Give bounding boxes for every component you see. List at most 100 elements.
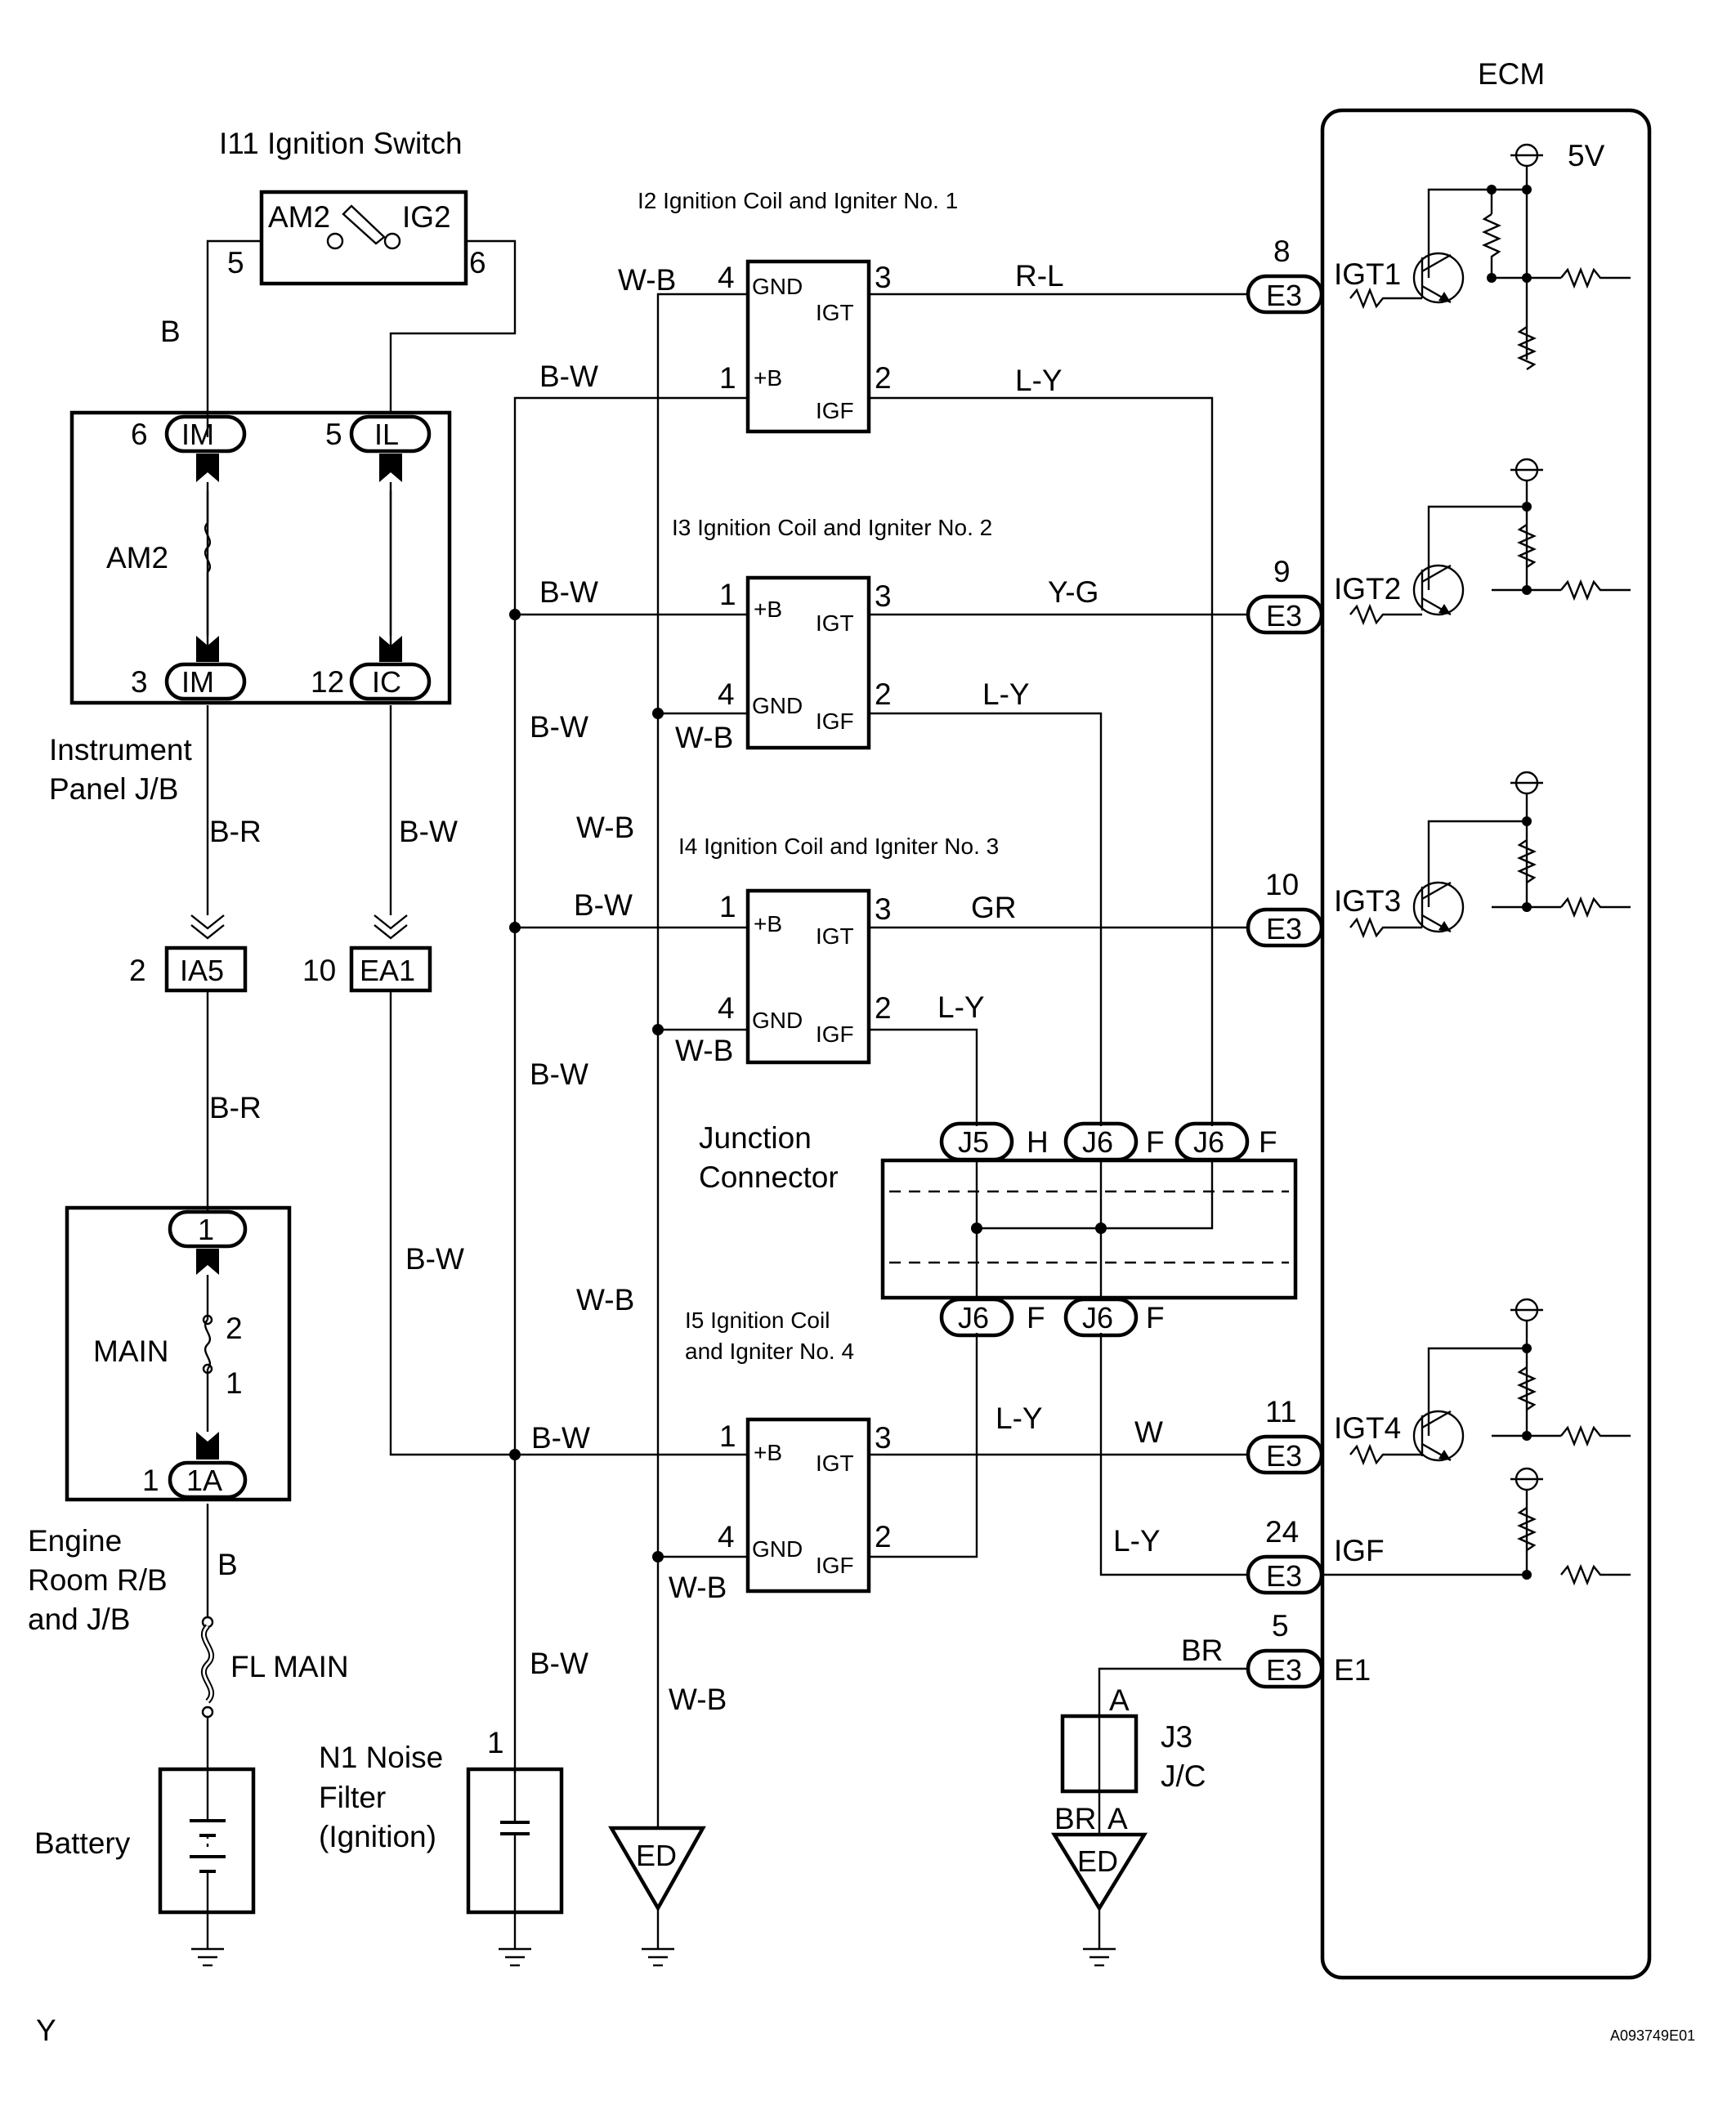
ecm-e1-label: E1 (1334, 1653, 1371, 1687)
wire-w-b-c3: W-B (576, 811, 634, 844)
coil-4-igt: IGT (816, 1451, 854, 1476)
wire-b-top: B (160, 315, 181, 348)
coil-2-igt: IGT (816, 610, 854, 636)
er-fuse-pin-1: 1 (226, 1366, 243, 1400)
ecm-pin-9: 9 (1273, 555, 1291, 588)
ip-jb-label-2: Panel J/B (49, 772, 178, 806)
wire-b-w-c3: B-W (574, 888, 633, 922)
coil-2-title: I3 Ignition Coil and Igniter No. 2 (672, 515, 992, 540)
coil-4-pin-1: 1 (719, 1419, 736, 1453)
ecm-conn-e3-igt2: E3 (1266, 599, 1302, 633)
fl-main-label: FL MAIN (230, 1650, 349, 1683)
jc-a-bottom: A (1107, 1802, 1128, 1835)
connector-ia5-ea1: IA5 2 EA1 10 (129, 914, 432, 993)
junction-connector: Junction Connector J5 H J6 F J6 F J6 F J… (699, 1121, 1298, 1338)
jcon-label-1: Junction (699, 1121, 812, 1155)
wire-l-y-c1: L-Y (1015, 364, 1063, 397)
noise-filter-label-1: N1 Noise (319, 1741, 443, 1774)
noise-filter: N1 Noise Filter (Ignition) 1 (319, 1726, 564, 1915)
jcon-f-d: F (1146, 1301, 1165, 1334)
conn-ia5-pin: 2 (129, 954, 146, 987)
wire-b-w-mid: B-W (530, 710, 588, 744)
noise-filter-label-3: (Ignition) (319, 1820, 436, 1853)
coil-1-pin-2: 2 (875, 361, 892, 395)
ecm-igt2-label: IGT2 (1334, 572, 1401, 606)
ecm-pin-8: 8 (1273, 235, 1291, 268)
transistor-igt2 (1349, 564, 1465, 626)
coil-4-title-2: and Igniter No. 4 (685, 1339, 854, 1364)
battery-label: Battery (34, 1826, 131, 1860)
coil-4-title-1: I5 Ignition Coil (685, 1308, 830, 1333)
transistor-igt1 (1349, 252, 1465, 310)
ignition-switch: I11 Ignition Switch AM2 IG2 5 6 (219, 127, 486, 286)
ecm-conn-e3-e1: E3 (1266, 1653, 1302, 1687)
ecm-conn-e3-igt4: E3 (1266, 1439, 1302, 1473)
coil-1-title: I2 Ignition Coil and Igniter No. 1 (638, 188, 958, 213)
coil-4: I5 Ignition Coil and Igniter No. 4 +B IG… (685, 1308, 892, 1594)
wiring (206, 239, 1527, 1949)
coil-3-igt: IGT (816, 923, 854, 949)
wire-b-r-2: B-R (209, 1091, 262, 1124)
wire-w: W (1134, 1415, 1163, 1449)
ip-pin-3: 3 (131, 665, 148, 699)
er-conn-1a: 1A (186, 1464, 222, 1497)
jcon-j6-a: J6 (1082, 1125, 1113, 1159)
ecm-pin-24: 24 (1265, 1515, 1299, 1549)
jcon-j6-d: J6 (1082, 1301, 1113, 1334)
coil-1-igt: IGT (816, 300, 854, 325)
ip-pin-6: 6 (131, 418, 148, 451)
jc-label-j3: J3 (1161, 1720, 1192, 1754)
fusible-link: FL MAIN (200, 1616, 349, 1719)
ip-pin-5: 5 (325, 418, 342, 451)
coil-3-title: I4 Ignition Coil and Igniter No. 3 (678, 834, 999, 859)
wire-br-gnd: BR (1054, 1802, 1096, 1835)
jc-j3: A J3 J/C BR A (1054, 1683, 1206, 1835)
coil-2-plusb: +B (754, 597, 782, 622)
instrument-panel-jb: IM 6 IL 5 IM 3 IC 12 AM2 (69, 410, 452, 705)
ecm-title: ECM (1478, 57, 1545, 91)
coil-2-pin-2: 2 (875, 677, 892, 711)
wire-br: BR (1181, 1634, 1223, 1667)
coil-2-gnd: GND (752, 693, 803, 718)
ip-conn-ic: IC (372, 665, 401, 699)
coil-3-pin-3: 3 (875, 892, 892, 926)
coil-1-pin-4: 4 (718, 261, 735, 294)
ip-conn-il: IL (374, 418, 399, 451)
coil-3-gnd: GND (752, 1008, 803, 1033)
wire-b-w-c2: B-W (539, 575, 598, 609)
jcon-j6-b: J6 (1193, 1125, 1224, 1159)
ip-conn-im-bottom: IM (181, 665, 214, 699)
coil-4-pin-4: 4 (718, 1520, 735, 1553)
wire-l-y-c3: L-Y (937, 990, 985, 1024)
coil-1-pin-1: 1 (719, 361, 736, 395)
jc-a-top: A (1109, 1683, 1130, 1717)
wire-b-w-nf: B-W (530, 1647, 588, 1680)
coil-2-pin-4: 4 (718, 677, 735, 711)
ground-ed-2: ED (1077, 1844, 1118, 1878)
ignition-switch-title: I11 Ignition Switch (219, 127, 463, 160)
coil-3-plusb: +B (754, 911, 782, 937)
coil-1-igf: IGF (816, 398, 854, 423)
jcon-label-2: Connector (699, 1160, 839, 1194)
wire-b-w-c4: B-W (531, 1421, 590, 1455)
switch-pin-5: 5 (227, 246, 244, 279)
coil-1: I2 Ignition Coil and Igniter No. 1 GND I… (638, 188, 958, 434)
conn-ia5: IA5 (180, 954, 224, 987)
wire-l-y-c4: L-Y (996, 1401, 1043, 1435)
wire-b-er: B (217, 1548, 238, 1581)
ecm-conn-e3-igt1: E3 (1266, 279, 1302, 312)
battery: Battery (34, 1767, 256, 1915)
ecm-pin-11: 11 (1265, 1395, 1296, 1428)
coil-4-pin-2: 2 (875, 1520, 892, 1553)
switch-ig2-label: IG2 (402, 200, 451, 234)
wire-w-b-c4: W-B (576, 1283, 634, 1317)
ecm-igt1-label: IGT1 (1334, 257, 1401, 291)
coil-4-pin-3: 3 (875, 1421, 892, 1455)
jc-label-jc: J/C (1161, 1759, 1206, 1793)
er-label-1: Engine (28, 1524, 122, 1558)
ecm-igf-label: IGF (1334, 1534, 1385, 1567)
transistor-igt3 (1349, 881, 1465, 939)
wire-b-w-mid2: B-W (530, 1057, 588, 1091)
jcon-h: H (1027, 1125, 1049, 1159)
wire-w-b-c4b: W-B (669, 1571, 727, 1604)
